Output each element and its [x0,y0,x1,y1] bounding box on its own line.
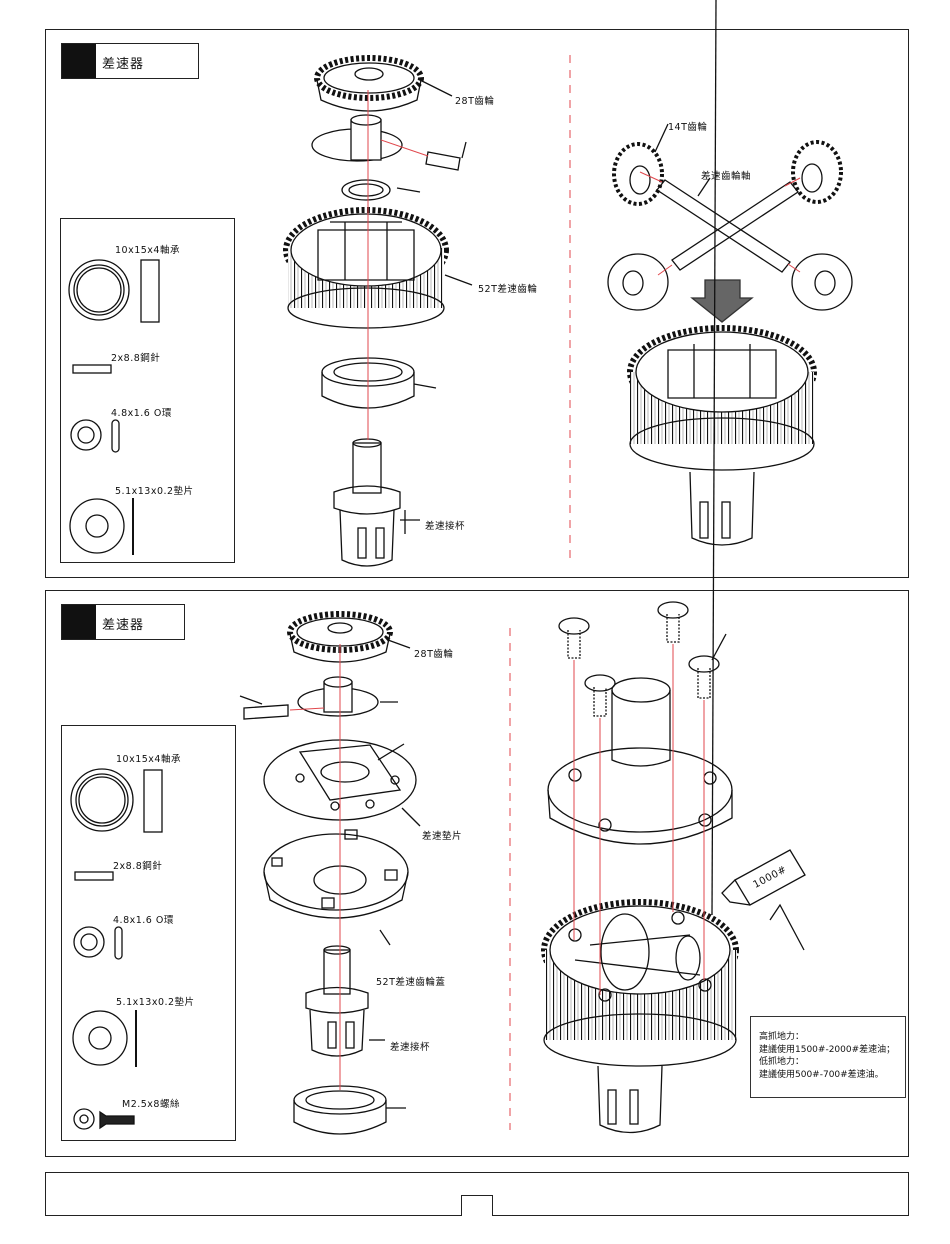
o-ring-icon [74,927,122,959]
pin-icon [75,872,113,880]
o-ring-icon [71,420,119,452]
bearing-icon [294,1086,386,1134]
14t-bevel-gear-icon [614,144,662,204]
28t-bevel-gear-icon [317,58,421,111]
washer-icon [70,498,133,555]
pin-icon [426,152,460,170]
gear-shaft-outdrive-icon [298,677,378,716]
pin-icon [244,705,288,719]
screw-icon [658,602,688,642]
14t-bevel-gear-icon [792,254,852,310]
diff-outdrive-cup-icon [306,946,368,1056]
diff-gear-assembly-icon [544,902,737,1133]
14t-bevel-gear-icon [793,142,841,202]
diff-gear-shaft-icon [657,180,798,272]
gear-shaft-outdrive-icon [312,115,402,161]
52t-diff-gear-cover-icon [264,830,408,918]
screw-icon [689,656,719,698]
screw-icon [74,1109,134,1129]
pin-icon [73,365,111,373]
diff-outdrive-cup-icon [334,439,400,566]
bearing-icon [71,769,162,832]
insert-arrow-icon [692,280,752,322]
diff-oil-bottle-icon [712,0,805,915]
14t-bevel-gear-icon [608,254,668,310]
washer-icon [73,1010,136,1067]
screw-icon [559,618,589,658]
diff-assembly-icon [630,328,814,545]
washer-icon [342,180,390,200]
bearing-icon [69,260,159,322]
52t-diff-gear-icon [286,210,446,328]
screw-icon [585,675,615,716]
